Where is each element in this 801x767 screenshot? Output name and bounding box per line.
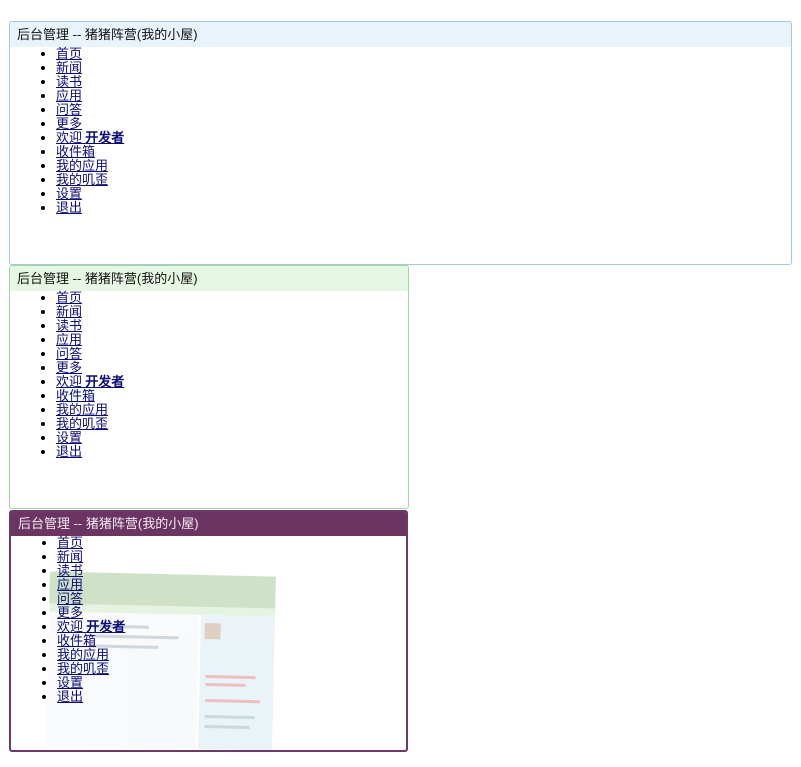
username: 开发者: [86, 619, 126, 634]
nav-item-apps: 应用: [56, 89, 791, 103]
nav-link-reading[interactable]: 读书: [56, 318, 83, 333]
nav-item-news: 新闻: [56, 61, 791, 75]
nav-item-qa: 问答: [56, 103, 791, 117]
user-menu-welcome: 欢迎 开发者: [57, 620, 406, 634]
nav-link-qa[interactable]: 问答: [57, 591, 84, 606]
settings-link[interactable]: 设置: [56, 430, 83, 445]
inbox-link[interactable]: 收件箱: [56, 144, 96, 159]
nav-item-qa: 问答: [57, 592, 406, 606]
user-menu-item: 我的应用: [56, 403, 408, 417]
my-apps-link[interactable]: 我的应用: [56, 402, 109, 417]
nav-link-apps[interactable]: 应用: [56, 332, 83, 347]
nav-item-more: 更多: [57, 606, 406, 620]
user-menu-item: 我的叽歪: [57, 662, 406, 676]
user-menu-item: 退出: [56, 201, 791, 215]
nav-item-reading: 读书: [57, 564, 406, 578]
welcome-prefix: 欢迎: [56, 130, 83, 145]
user-menu-item: 我的应用: [56, 159, 791, 173]
nav-link-qa[interactable]: 问答: [56, 346, 83, 361]
inbox-link[interactable]: 收件箱: [56, 388, 96, 403]
nav-link-apps[interactable]: 应用: [57, 577, 84, 592]
nav-item-reading: 读书: [56, 75, 791, 89]
user-menu-item: 我的叽歪: [56, 417, 408, 431]
user-menu-item: 收件箱: [56, 389, 408, 403]
user-menu-item: 退出: [56, 445, 408, 459]
my-jiwai-link[interactable]: 我的叽歪: [56, 416, 109, 431]
nav-item-news: 新闻: [57, 550, 406, 564]
nav-link-more[interactable]: 更多: [57, 605, 84, 620]
user-menu: 欢迎 开发者 收件箱 我的应用 我的叽歪 设置 退出: [10, 375, 408, 459]
nav-link-news[interactable]: 新闻: [56, 304, 83, 319]
user-menu-item: 设置: [56, 431, 408, 445]
user-menu: 欢迎 开发者 收件箱 我的应用 我的叽歪 设置 退出: [10, 131, 791, 215]
user-menu-item: 收件箱: [56, 145, 791, 159]
nav-item-more: 更多: [56, 361, 408, 375]
user-menu-welcome: 欢迎 开发者: [56, 375, 408, 389]
user-menu-welcome: 欢迎 开发者: [56, 131, 791, 145]
panel-title: 后台管理 -- 猪猪阵营(我的小屋): [10, 266, 408, 291]
logout-link[interactable]: 退出: [57, 689, 84, 704]
user-menu-item: 收件箱: [57, 634, 406, 648]
welcome-link[interactable]: 欢迎 开发者: [56, 374, 124, 389]
logout-link[interactable]: 退出: [56, 444, 83, 459]
logout-link[interactable]: 退出: [56, 200, 83, 215]
admin-panel-purple: 后台管理 -- 猪猪阵营(我的小屋) 首页 新闻 读书 应用 问答 更多 欢迎 …: [9, 510, 408, 752]
my-apps-link[interactable]: 我的应用: [56, 158, 109, 173]
nav-link-home[interactable]: 首页: [56, 290, 83, 305]
my-jiwai-link[interactable]: 我的叽歪: [56, 172, 109, 187]
nav-link-reading[interactable]: 读书: [56, 74, 83, 89]
my-jiwai-link[interactable]: 我的叽歪: [57, 661, 110, 676]
welcome-link[interactable]: 欢迎 开发者: [56, 130, 124, 145]
user-menu-item: 我的叽歪: [56, 173, 791, 187]
nav-item-apps: 应用: [56, 333, 408, 347]
admin-panel-blue: 后台管理 -- 猪猪阵营(我的小屋) 首页 新闻 读书 应用 问答 更多 欢迎 …: [9, 21, 792, 265]
nav-item-apps: 应用: [57, 578, 406, 592]
nav-item-home: 首页: [56, 47, 791, 61]
inbox-link[interactable]: 收件箱: [57, 633, 97, 648]
admin-panel-green: 后台管理 -- 猪猪阵营(我的小屋) 首页 新闻 读书 应用 问答 更多 欢迎 …: [9, 265, 409, 509]
user-menu: 欢迎 开发者 收件箱 我的应用 我的叽歪 设置 退出: [11, 620, 406, 704]
settings-link[interactable]: 设置: [56, 186, 83, 201]
nav-item-home: 首页: [57, 536, 406, 550]
nav-link-more[interactable]: 更多: [56, 116, 83, 131]
settings-link[interactable]: 设置: [57, 675, 84, 690]
nav-item-home: 首页: [56, 291, 408, 305]
nav-item-more: 更多: [56, 117, 791, 131]
user-menu-item: 退出: [57, 690, 406, 704]
user-menu-item: 设置: [56, 187, 791, 201]
user-menu-item: 我的应用: [57, 648, 406, 662]
nav-link-reading[interactable]: 读书: [57, 563, 84, 578]
welcome-prefix: 欢迎: [57, 619, 84, 634]
username: 开发者: [85, 374, 125, 389]
welcome-link[interactable]: 欢迎 开发者: [57, 619, 125, 634]
nav-item-qa: 问答: [56, 347, 408, 361]
nav-link-news[interactable]: 新闻: [57, 549, 84, 564]
nav-link-apps[interactable]: 应用: [56, 88, 83, 103]
user-menu-item: 设置: [57, 676, 406, 690]
main-nav: 首页 新闻 读书 应用 问答 更多: [10, 291, 408, 375]
nav-link-home[interactable]: 首页: [57, 535, 84, 550]
nav-item-news: 新闻: [56, 305, 408, 319]
nav-item-reading: 读书: [56, 319, 408, 333]
main-nav: 首页 新闻 读书 应用 问答 更多: [11, 536, 406, 620]
main-nav: 首页 新闻 读书 应用 问答 更多: [10, 47, 791, 131]
username: 开发者: [85, 130, 125, 145]
nav-link-more[interactable]: 更多: [56, 360, 83, 375]
panel-title: 后台管理 -- 猪猪阵营(我的小屋): [10, 22, 791, 47]
welcome-prefix: 欢迎: [56, 374, 83, 389]
nav-link-home[interactable]: 首页: [56, 46, 83, 61]
nav-link-news[interactable]: 新闻: [56, 60, 83, 75]
panel-title: 后台管理 -- 猪猪阵营(我的小屋): [11, 512, 406, 536]
my-apps-link[interactable]: 我的应用: [57, 647, 110, 662]
nav-link-qa[interactable]: 问答: [56, 102, 83, 117]
